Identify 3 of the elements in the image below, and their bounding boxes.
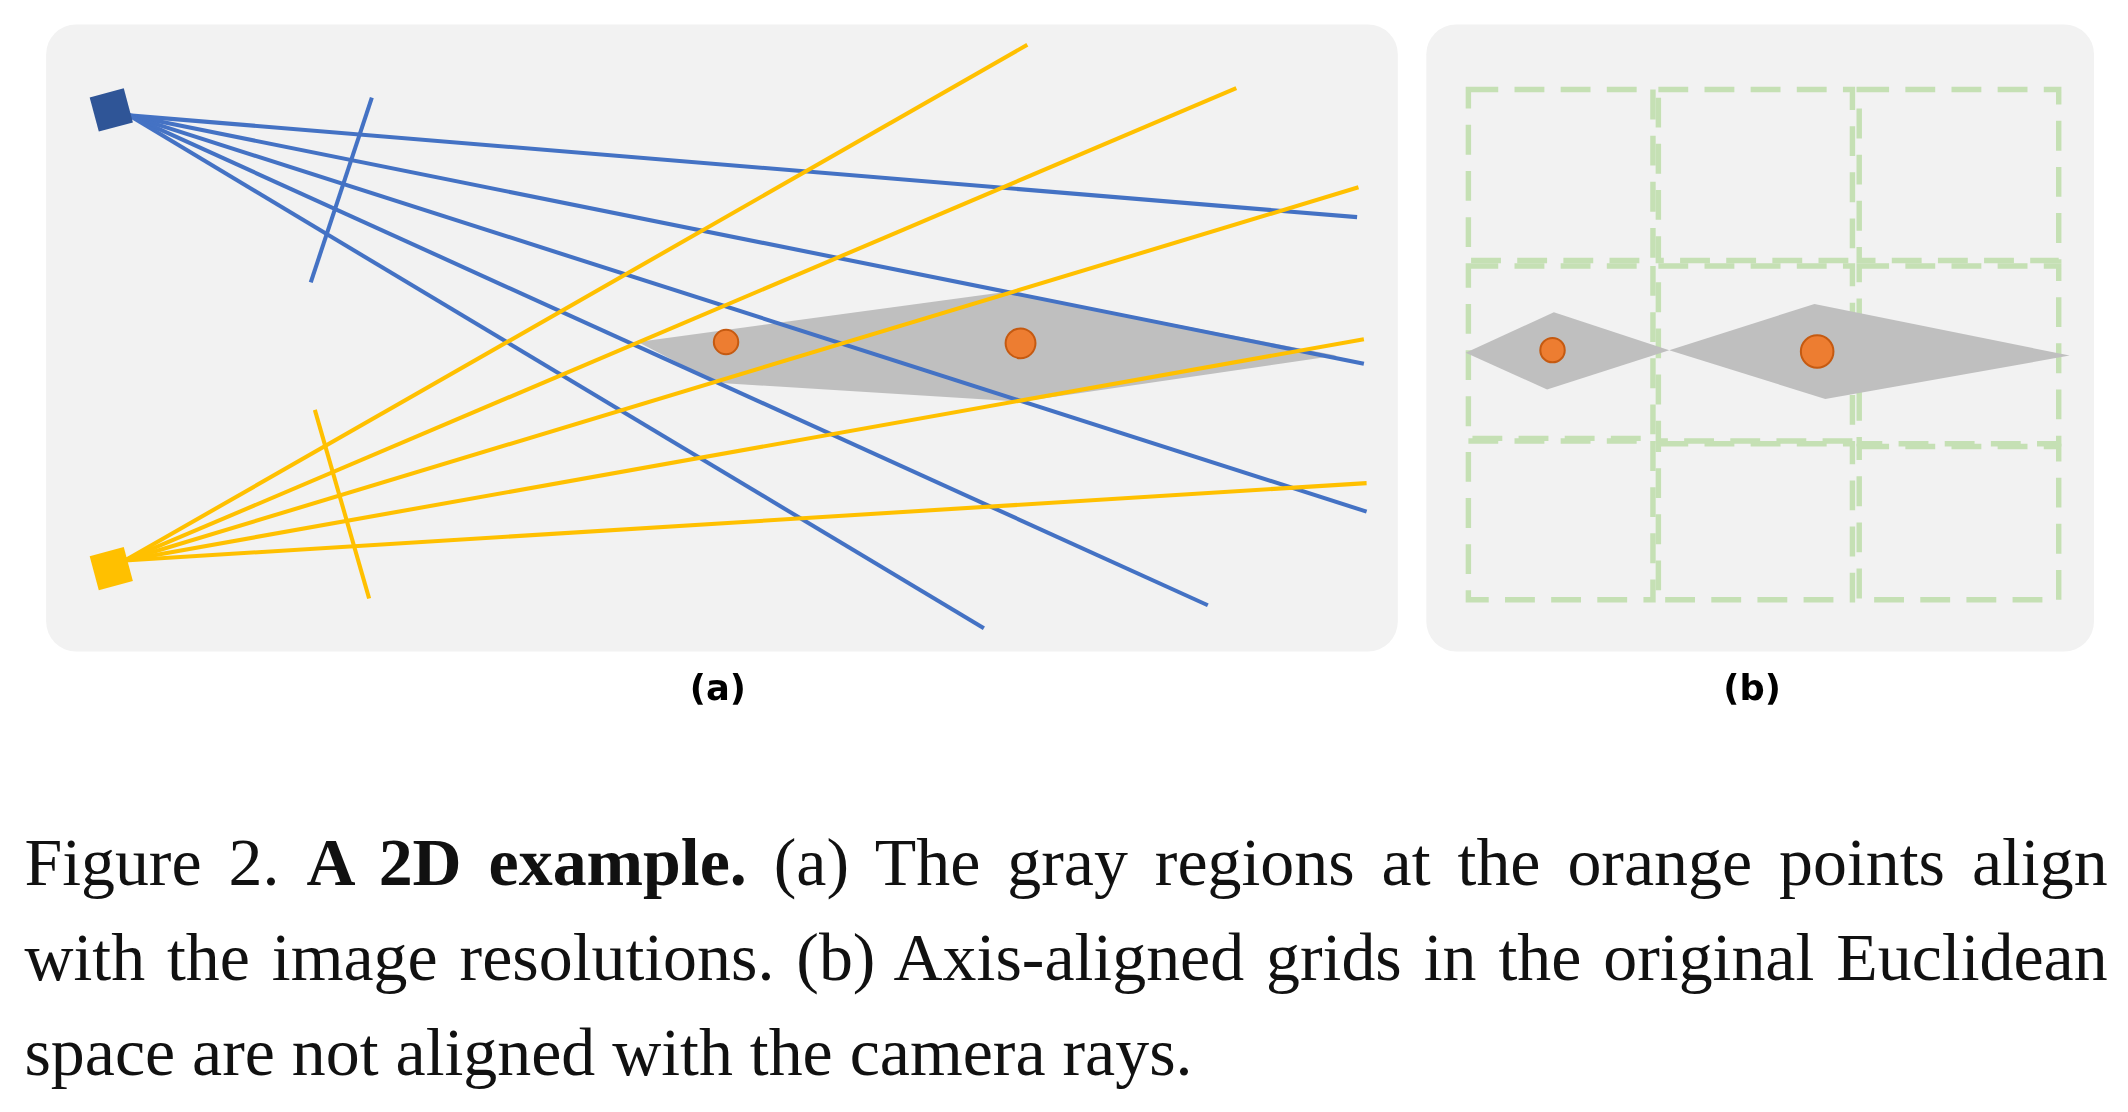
- figure-caption: Figure 2. A 2D example. (a) The gray regions at the orange points align with the image resolutions. (b) Axis-aligned grids in the original Euclidean space are not aligned with the camera rays.: [24, 822, 2108, 1092]
- panel-label: (a): [689, 667, 746, 709]
- panel-label: (b): [1723, 667, 1781, 709]
